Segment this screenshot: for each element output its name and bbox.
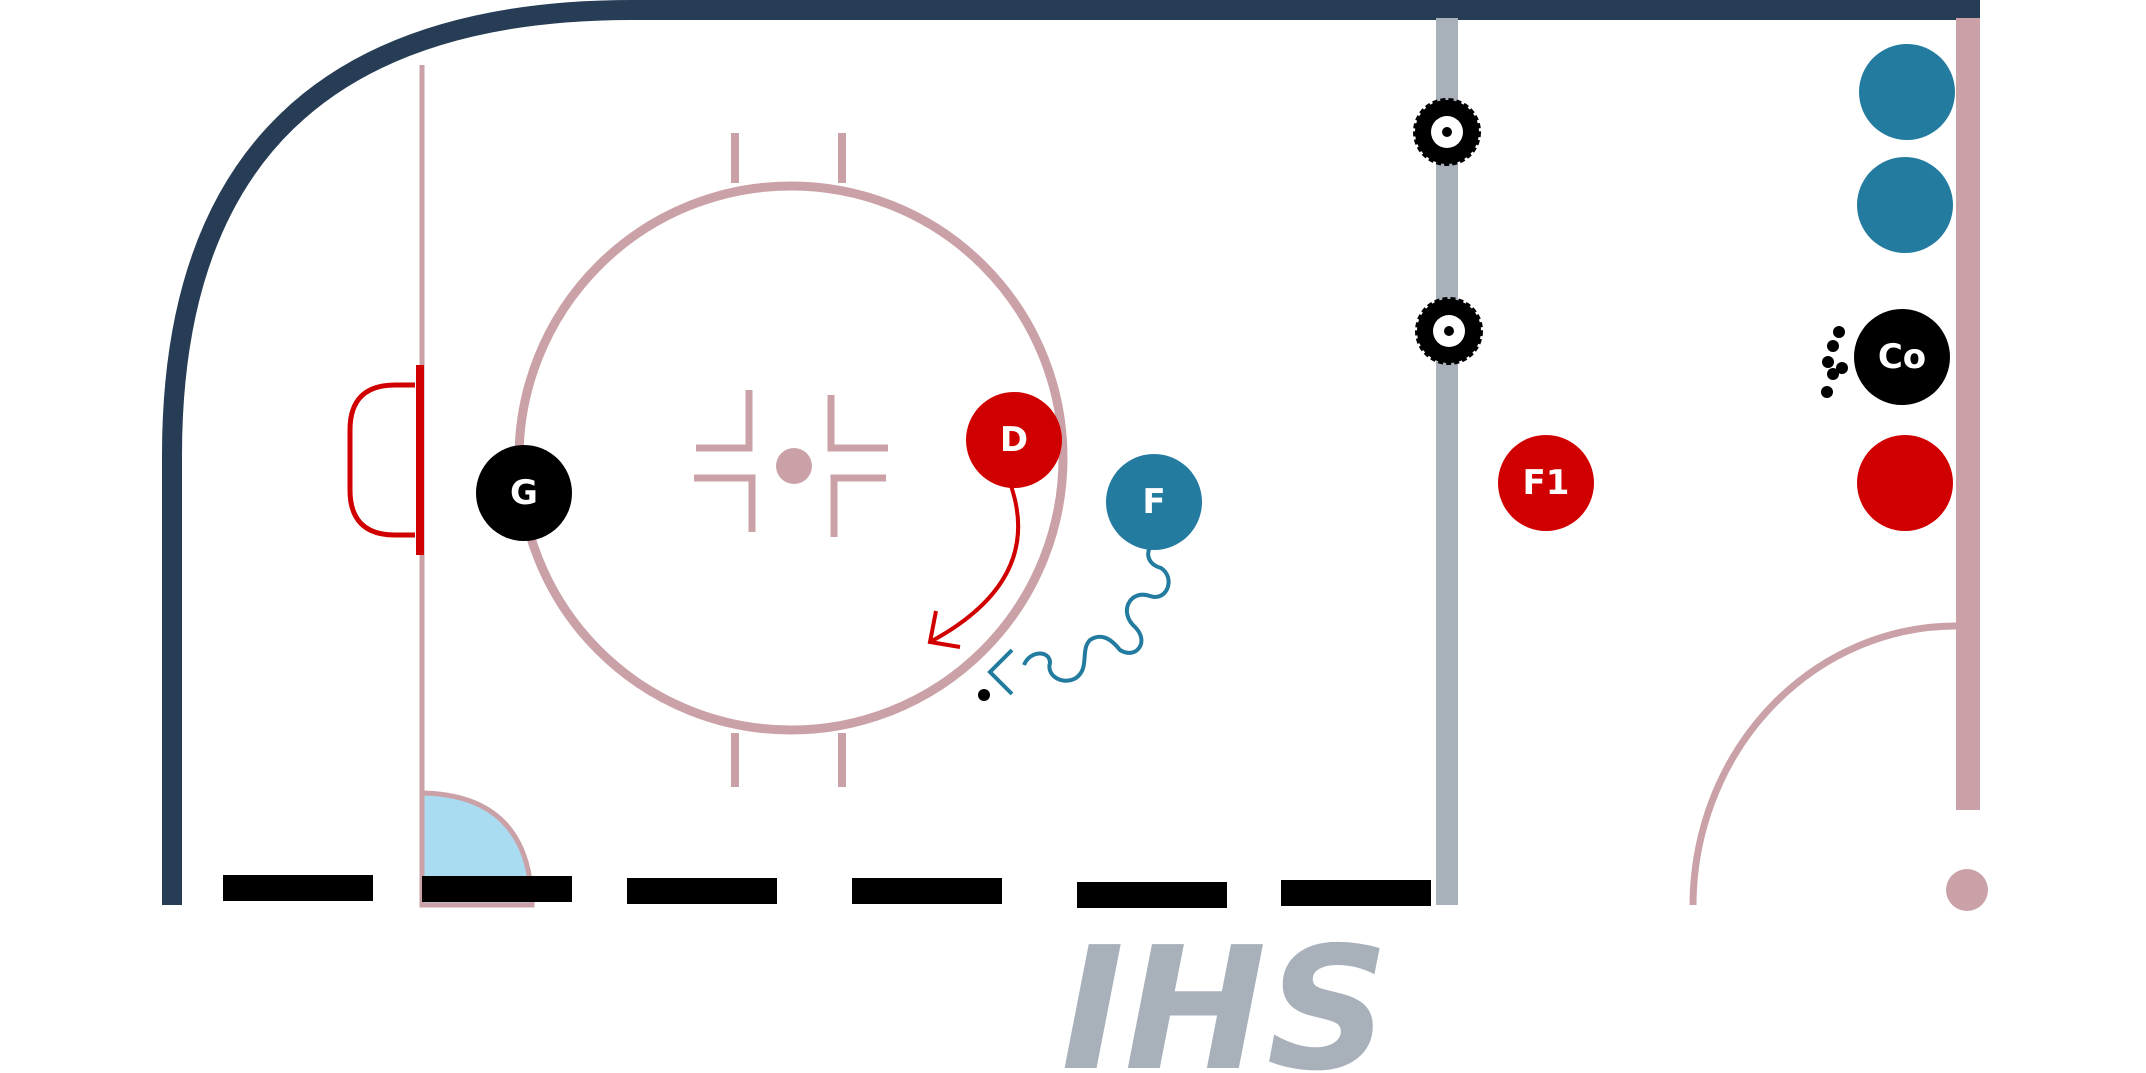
- player-goalie[interactable]: G: [476, 445, 572, 541]
- tire-icon: [1413, 98, 1481, 166]
- puck-icon: [978, 689, 990, 701]
- blue-line: [1436, 18, 1458, 905]
- center-circle: [1689, 622, 1957, 906]
- player-coach[interactable]: Co: [1854, 309, 1950, 405]
- center-red-line: [1956, 18, 1980, 810]
- svg-text:F1: F1: [1523, 463, 1570, 503]
- faceoff-l-marks: [694, 390, 888, 537]
- faceoff-hash-marks: [731, 133, 846, 787]
- player-forward-1[interactable]: F1: [1498, 435, 1594, 531]
- tire-icon: [1415, 297, 1483, 365]
- puck-pile-icon: [1821, 326, 1848, 398]
- goal-net-icon: [347, 365, 424, 555]
- bench-player-red[interactable]: [1857, 435, 1953, 531]
- rink-boards: [162, 0, 1980, 905]
- ihs-logo: IHS: [1061, 911, 1389, 1073]
- player-forward[interactable]: F: [1106, 454, 1202, 550]
- bench-player-blue-2[interactable]: [1857, 157, 1953, 253]
- bench-dashed-boards: [223, 875, 1431, 908]
- svg-text:F: F: [1142, 482, 1165, 522]
- svg-text:G: G: [510, 473, 538, 513]
- defense-skate-path: [927, 482, 1021, 649]
- faceoff-dot: [776, 448, 812, 484]
- svg-text:Co: Co: [1878, 337, 1926, 377]
- forward-puck-carry-path: [987, 541, 1171, 696]
- center-dot: [1946, 869, 1988, 911]
- svg-text:D: D: [1000, 420, 1028, 460]
- bench-player-blue-1[interactable]: [1859, 44, 1955, 140]
- player-defense[interactable]: D: [966, 392, 1062, 488]
